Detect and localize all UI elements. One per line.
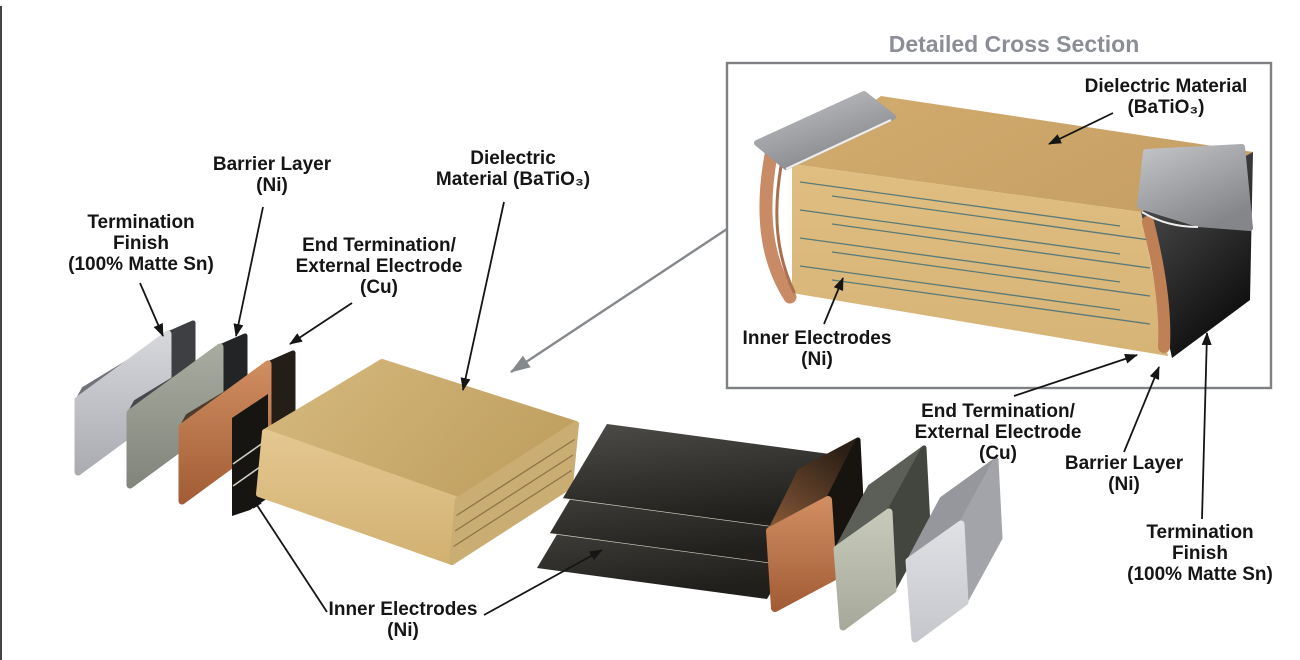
label-line: Barrier Layer bbox=[1064, 453, 1184, 474]
copper-termination-cap-right bbox=[766, 437, 865, 612]
inset-capacitor bbox=[754, 91, 1253, 358]
label-line: Dielectric Material bbox=[1084, 76, 1248, 97]
inset-title: Detailed Cross Section bbox=[888, 31, 1140, 57]
termination-finish-slab-right bbox=[905, 457, 1003, 643]
inset-box bbox=[725, 61, 1273, 390]
label-line: Material (BaTiO₃) bbox=[435, 169, 591, 190]
inset-cap-left-shine bbox=[785, 119, 892, 170]
barrier-layer-slab-right bbox=[833, 445, 931, 631]
label-line: Barrier Layer bbox=[212, 154, 332, 175]
inset-copper-rim-left-shade bbox=[775, 164, 796, 294]
inset-termination-cap-left bbox=[754, 91, 896, 170]
arrow-end-termination-left bbox=[289, 302, 353, 345]
inner-electrode-sheets-right bbox=[537, 424, 837, 599]
arrow-inset-termination-finish bbox=[1201, 332, 1212, 520]
label-end-termination-left: End Termination/ External Electrode (Cu) bbox=[296, 235, 463, 298]
pointer-arrows bbox=[139, 112, 1212, 616]
label-line: Inner Electrodes bbox=[328, 599, 478, 620]
label-inset-inner-electrodes: Inner Electrodes (Ni) bbox=[743, 328, 892, 370]
label-line: (Ni) bbox=[1108, 474, 1140, 495]
inset-dielectric-top-face bbox=[792, 96, 1253, 212]
left-edge-artifact bbox=[0, 6, 2, 660]
inset-termination-cap-right bbox=[1137, 144, 1253, 231]
label-line: (Ni) bbox=[256, 175, 288, 196]
arrow-inset-end-termination bbox=[1013, 354, 1138, 397]
arrow-dielectric-left bbox=[460, 201, 505, 391]
arrow-inset-inner-electrodes bbox=[823, 277, 844, 325]
label-line: End Termination/ bbox=[302, 235, 456, 256]
label-line: End Termination/ bbox=[921, 401, 1075, 422]
label-line: (Ni) bbox=[801, 349, 833, 370]
label-line: (Cu) bbox=[360, 277, 398, 298]
label-line: (Ni) bbox=[387, 620, 419, 641]
label-line: External Electrode bbox=[295, 256, 463, 277]
arrow-termination-finish-left bbox=[139, 282, 164, 337]
arrow-inset-callout bbox=[510, 227, 728, 374]
label-line: Inner Electrodes bbox=[742, 328, 892, 349]
arrow-inset-barrier-layer bbox=[1123, 366, 1160, 453]
label-inset-barrier-layer: Barrier Layer (Ni) bbox=[1065, 453, 1183, 495]
dielectric-block bbox=[256, 359, 579, 565]
label-line: Termination bbox=[1146, 522, 1254, 543]
arrow-inner-electrodes-b bbox=[483, 549, 603, 616]
label-line: External Electrode bbox=[914, 422, 1082, 443]
inset-dielectric-front-face bbox=[792, 164, 1168, 356]
label-inset-termination-finish: Termination Finish (100% Matte Sn) bbox=[1127, 522, 1273, 585]
label-inner-electrodes: Inner Electrodes (Ni) bbox=[329, 599, 478, 641]
inset-copper-rim-right bbox=[1142, 216, 1171, 353]
label-barrier-layer-left: Barrier Layer (Ni) bbox=[213, 154, 331, 196]
label-termination-finish-left: Termination Finish (100% Matte Sn) bbox=[68, 212, 214, 275]
label-line: Finish bbox=[113, 233, 169, 254]
label-line: (BaTiO₃) bbox=[1127, 97, 1205, 118]
label-line: Termination bbox=[87, 212, 195, 233]
label-dielectric-left: Dielectric Material (BaTiO₃) bbox=[436, 148, 590, 190]
inset-copper-rim-left bbox=[759, 148, 797, 304]
arrow-inset-dielectric bbox=[1048, 112, 1114, 145]
label-line: Finish bbox=[1172, 543, 1228, 564]
label-line: (Cu) bbox=[979, 443, 1017, 464]
arrow-barrier-layer-left bbox=[233, 206, 264, 337]
inset-cap-right-shine bbox=[1141, 211, 1199, 228]
label-inset-end-termination: End Termination/ External Electrode (Cu) bbox=[915, 401, 1082, 464]
label-inset-dielectric: Dielectric Material (BaTiO₃) bbox=[1085, 76, 1248, 118]
label-line: (100% Matte Sn) bbox=[1127, 564, 1273, 585]
label-line: (100% Matte Sn) bbox=[68, 254, 214, 275]
arrow-inner-electrodes-a bbox=[250, 495, 328, 613]
inset-inner-electrode-lines bbox=[799, 181, 1151, 325]
label-line: Dielectric bbox=[470, 148, 556, 169]
